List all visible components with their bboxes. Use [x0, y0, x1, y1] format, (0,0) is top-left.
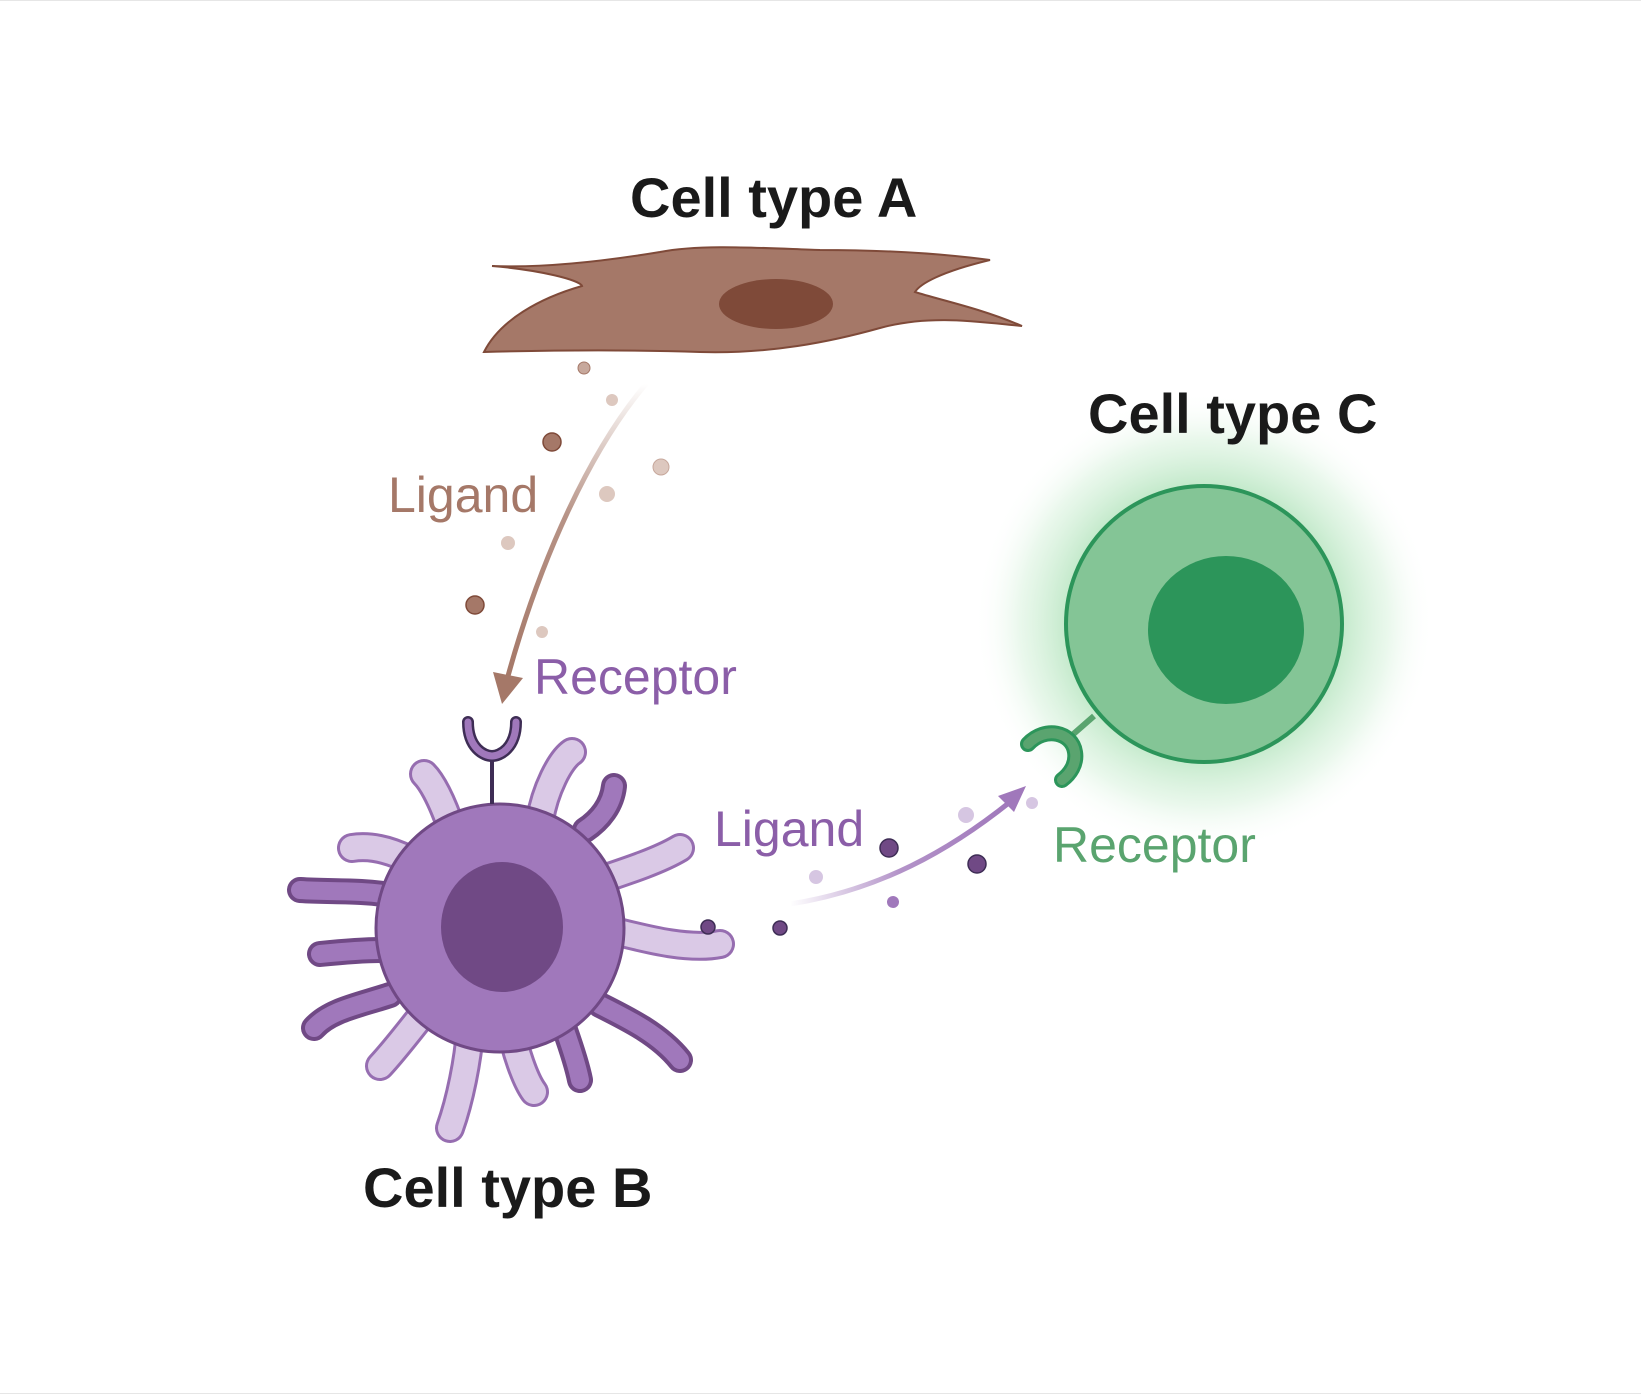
- ligands-a: [465, 361, 670, 638]
- cell-c-lymphocyte: [974, 392, 1434, 852]
- receptor-c-cup: [1023, 728, 1081, 785]
- arrow-a-to-b: [493, 381, 649, 704]
- cell-b-nucleus: [441, 862, 563, 992]
- receptor-c-label: Receptor: [1053, 817, 1256, 873]
- ligand-a-label: Ligand: [388, 467, 539, 523]
- cell-a-fibroblast: [482, 246, 1023, 354]
- cell-b-dendritic: [287, 716, 735, 1143]
- ligand-b-label: Ligand: [714, 801, 865, 857]
- receptor-b-cup: [464, 718, 520, 760]
- receptor-b-label: Receptor: [534, 649, 737, 705]
- ligands-b: [700, 797, 1038, 936]
- cell-c-nucleus: [1148, 556, 1304, 704]
- cell-c-label: Cell type C: [1088, 382, 1378, 445]
- arrow-b-to-c: [787, 786, 1026, 907]
- cell-b-label: Cell type B: [363, 1156, 653, 1219]
- cell-a-label: Cell type A: [630, 166, 918, 229]
- cell-a-nucleus: [719, 279, 833, 329]
